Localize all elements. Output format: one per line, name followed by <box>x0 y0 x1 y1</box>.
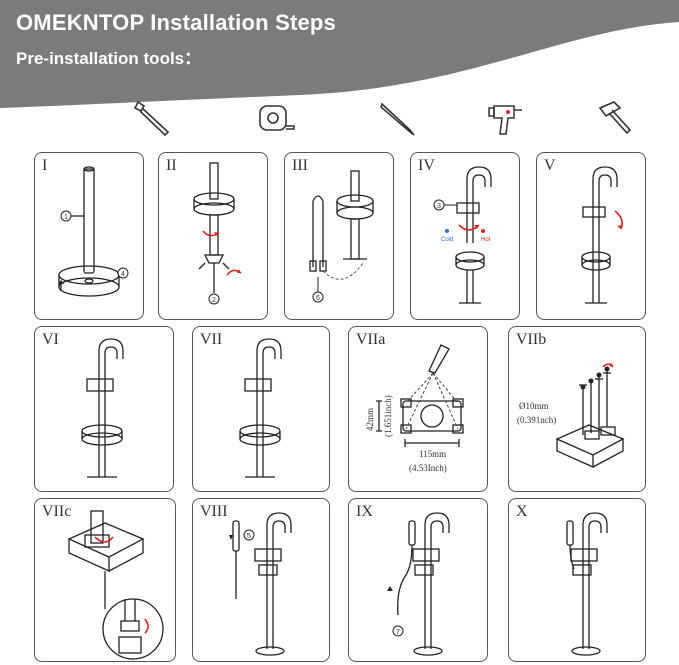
page-subtitle: Pre-installation tools： <box>16 49 202 68</box>
callout-number: 1 <box>64 214 68 221</box>
step-diagram: Ø10mm (0.391nch) <box>517 363 625 469</box>
diameter-mm: Ø10mm <box>519 401 549 411</box>
hot-label: Hot <box>481 237 491 243</box>
step-panel-vii: VII <box>192 326 330 492</box>
callout-number: 5 <box>247 533 251 540</box>
tape-measure-icon <box>259 105 295 131</box>
step-label: VI <box>42 331 59 348</box>
step-panel-iv: IV 3 Cold Hot <box>410 152 520 320</box>
step-label: V <box>544 157 556 174</box>
callout-number: 6 <box>316 295 320 302</box>
step-label: IV <box>418 157 435 174</box>
callout-number: 2 <box>212 297 216 304</box>
step-diagram: 6 <box>309 170 374 303</box>
dimension-height-in: (1.651inch) <box>383 395 393 437</box>
step-panel-ii: II 2 <box>158 152 268 320</box>
step-diagram <box>239 338 282 478</box>
header-banner <box>0 0 679 108</box>
step-panel-viib: VIIb Ø10mm (0.391nch) <box>508 326 646 492</box>
callout-number: 7 <box>396 629 400 636</box>
step-panel-viii: VIII 5 <box>192 498 330 662</box>
step-panel-x: X <box>508 498 646 662</box>
callout-number: 3 <box>437 203 441 210</box>
step-label: II <box>166 157 177 174</box>
step-label: VIIa <box>356 331 386 348</box>
dimension-width-mm: 115mm <box>419 449 446 459</box>
step-diagram <box>566 512 608 656</box>
step-label: VII <box>200 331 223 348</box>
step-diagram: 7 <box>387 512 450 656</box>
step-panel-vi: VI <box>34 326 174 492</box>
step-label: IX <box>356 503 373 520</box>
cold-label: Cold <box>441 237 453 243</box>
page-title: OMEKNTOP Installation Steps <box>16 10 336 35</box>
diameter-in: (0.391nch) <box>517 415 556 425</box>
step-diagram: 1 4 <box>58 166 129 297</box>
step-label: VIII <box>200 503 228 520</box>
adjustable-wrench-icon <box>133 100 170 137</box>
step-diagram: 2 <box>193 162 242 305</box>
step-label: VIIb <box>516 331 547 348</box>
step-panel-ix: IX 7 <box>348 498 488 662</box>
step-panel-iii: III 6 <box>284 152 394 320</box>
step-diagram: 42mm (1.651inch) 115mm (4.53Inch) <box>365 344 464 473</box>
dimension-height-mm: 42mm <box>365 408 375 431</box>
step-label: VIIc <box>42 503 72 520</box>
dimension-width-in: (4.53Inch) <box>409 463 447 473</box>
step-label: I <box>42 157 48 174</box>
step-diagram: 5 <box>229 512 292 656</box>
step-panel-viic: VIIc <box>34 498 176 662</box>
step-diagram: 3 Cold Hot <box>433 166 492 304</box>
pencil-icon <box>380 102 415 136</box>
power-drill-icon <box>488 105 522 135</box>
step-panel-i: I 1 4 <box>34 152 144 320</box>
step-label: III <box>292 157 308 174</box>
callout-number: 4 <box>121 271 125 278</box>
step-diagram <box>581 166 623 304</box>
step-panel-viia: VIIa 42mm (1.651inch) 115mm (4.53Inch) <box>348 326 488 492</box>
step-label: X <box>516 503 528 520</box>
step-panel-v: V <box>536 152 646 320</box>
step-diagram <box>81 338 124 478</box>
hammer-icon <box>598 101 632 135</box>
step-diagram <box>67 510 164 660</box>
